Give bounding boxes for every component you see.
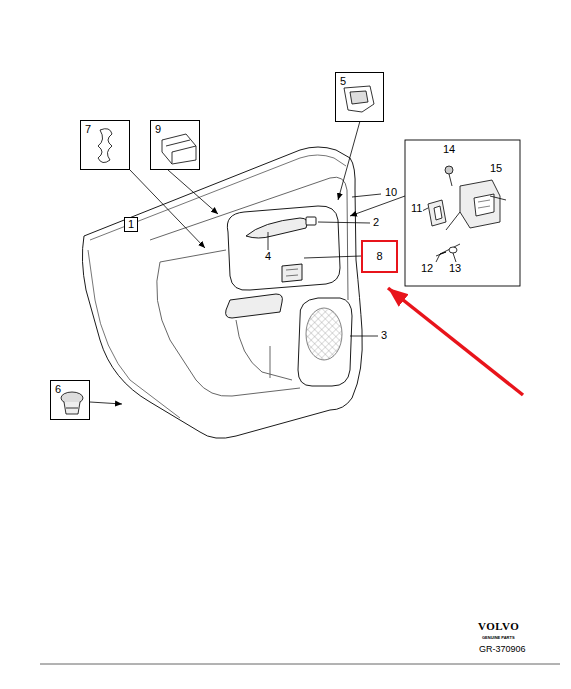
- callout-number: 5: [339, 76, 347, 87]
- callout-number: 7: [84, 124, 92, 135]
- callout-number: 3: [380, 330, 388, 341]
- detail-inset: 14 15 11 12 13: [405, 140, 520, 286]
- part-inset: 9: [150, 120, 200, 170]
- brand-logo: VOLVO: [477, 621, 520, 632]
- callout-number: 10: [384, 187, 398, 198]
- callout-number: 9: [154, 124, 162, 135]
- clip-icon: [344, 86, 374, 112]
- callout-number: 14: [442, 144, 456, 155]
- callout-box: 1: [124, 217, 138, 232]
- bracket-icon: [162, 134, 196, 164]
- callout-number: 4: [264, 251, 272, 262]
- pointer-arrow: [388, 288, 523, 395]
- part-inset: 6: [50, 380, 90, 420]
- fastener-icon: [61, 392, 83, 414]
- callout-number: 8: [375, 251, 383, 262]
- callout-number: 11: [410, 203, 423, 214]
- part-inset: 5: [335, 72, 384, 122]
- detail-frame: [405, 140, 520, 286]
- leader-lines: [90, 121, 405, 404]
- part-inset: 7: [80, 120, 130, 170]
- drawing-number: GR-370906: [478, 645, 527, 654]
- callout-number: 12: [420, 263, 434, 274]
- clip-icon: [98, 129, 112, 163]
- door-panel: [82, 147, 362, 438]
- highlight-box: 8: [361, 240, 398, 273]
- callout-number: 1: [127, 219, 135, 230]
- callout-number: 13: [448, 263, 462, 274]
- callout-number: 6: [54, 384, 62, 395]
- footer-rule: [40, 664, 560, 665]
- brand-subtitle: GENUINE PARTS: [481, 636, 516, 640]
- callout-number: 2: [372, 217, 380, 228]
- detail-parts: [420, 166, 506, 262]
- callout-number: 15: [489, 163, 503, 174]
